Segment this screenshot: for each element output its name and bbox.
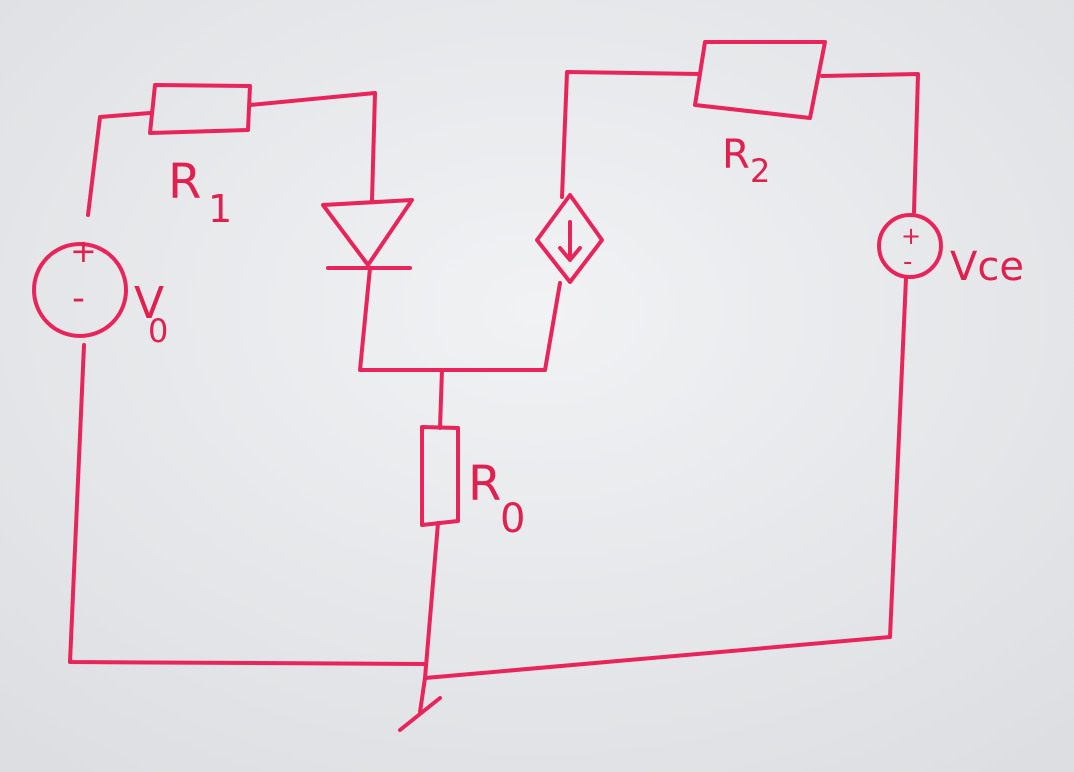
r0-subscript: 0 xyxy=(500,496,525,542)
resistor-r2 xyxy=(693,40,827,120)
v0-label: V xyxy=(134,278,164,329)
v0-plus-sign: + xyxy=(70,232,97,270)
v0-subscript: 0 xyxy=(148,312,168,350)
vce-label: Vce xyxy=(950,244,1024,290)
vce-plus-sign: + xyxy=(901,222,921,250)
r2-label: R xyxy=(722,132,750,178)
r1-label: R xyxy=(168,154,201,210)
wire-node-to-r0 xyxy=(438,368,444,430)
wire-vce-right-bottom xyxy=(423,276,908,680)
wire-r2-to-vce xyxy=(820,72,920,214)
dependent-current-source xyxy=(535,193,604,284)
r2-subscript: 2 xyxy=(750,152,770,190)
voltage-source-v0 xyxy=(32,242,128,338)
wire-current-source-top xyxy=(560,70,702,199)
v0-minus-sign: - xyxy=(72,278,85,319)
wire-diode-to-node xyxy=(358,266,562,372)
wire-r0-to-ground xyxy=(423,521,440,680)
r1-subscript: 1 xyxy=(208,187,232,231)
wire-left-bottom xyxy=(68,343,427,666)
resistor-r0 xyxy=(420,425,460,527)
vce-minus-sign: - xyxy=(903,247,912,277)
resistor-r1 xyxy=(148,83,252,135)
r0-label: R xyxy=(468,456,501,512)
ground-symbol xyxy=(398,676,442,732)
wire-left-top xyxy=(86,111,152,217)
current-arrow-icon xyxy=(558,220,582,262)
voltage-source-vce xyxy=(877,213,943,279)
wire-r1-to-diode xyxy=(248,91,377,202)
